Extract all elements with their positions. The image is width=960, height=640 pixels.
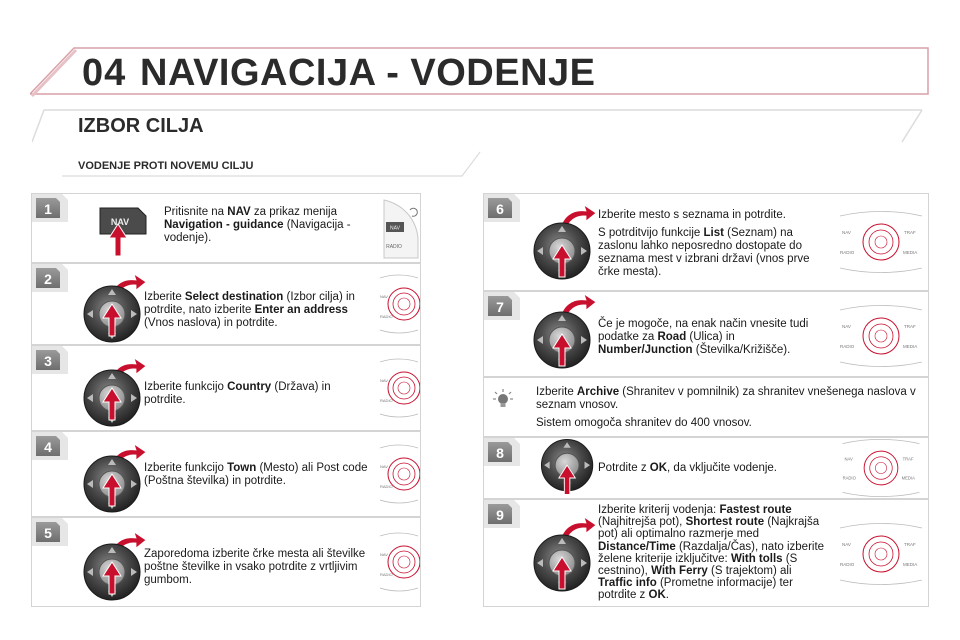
step-number-tab: 2 bbox=[32, 264, 68, 292]
step-1-panel: 1 NAV Pritisnite na NAV za prikaz menija… bbox=[31, 193, 421, 263]
device-media-label: MEDIA bbox=[902, 475, 916, 480]
step-2-panel: 2 Izberite Select destination (Izbor cil… bbox=[31, 263, 421, 345]
step-number-tab: 3 bbox=[32, 346, 68, 374]
step-number-tab: 4 bbox=[32, 432, 68, 460]
device-radio-label: RADIO bbox=[840, 250, 855, 255]
device-radio-label: RADIO bbox=[380, 314, 393, 319]
device-nav-label: NAV bbox=[390, 226, 401, 232]
device-nav-label: NAV bbox=[842, 324, 851, 329]
step-number: 2 bbox=[44, 271, 52, 287]
step-number: 1 bbox=[44, 201, 52, 217]
section-title: IZBOR CILJA bbox=[78, 115, 204, 137]
step-number-tab: 5 bbox=[32, 518, 68, 546]
lightbulb-icon bbox=[493, 389, 513, 407]
device-radio-label: RADIO bbox=[840, 562, 855, 567]
control-panel-illustration: NAV TRAF RADIO MEDIA bbox=[839, 211, 923, 273]
step-1-text: Pritisnite na NAV za prikaz menija Navig… bbox=[164, 206, 351, 244]
nav-button-illustration: NAV bbox=[99, 207, 147, 257]
step-5-panel: 5 Zaporedoma izberite črke mesta ali šte… bbox=[31, 517, 421, 607]
device-media-label: MEDIA bbox=[903, 562, 917, 567]
step-number: 5 bbox=[44, 525, 52, 541]
step-number: 6 bbox=[496, 201, 504, 217]
device-radio-label: RADIO bbox=[380, 484, 393, 489]
step-4-text: Izberite funkcijo Town (Mesto) ali Post … bbox=[144, 462, 368, 487]
device-nav-label: NAV bbox=[842, 542, 851, 547]
device-traf-label: TRAF bbox=[904, 230, 916, 235]
device-radio-label: RADIO bbox=[380, 398, 393, 403]
device-nav-label: NAV bbox=[380, 552, 388, 557]
step-number-tab: 1 bbox=[32, 194, 68, 222]
step-6-panel: 6 Izberite mesto s seznama in potrdite. … bbox=[483, 193, 929, 291]
tip-text: Izberite Archive (Shranitev v pomnilnik)… bbox=[536, 386, 916, 429]
tip-panel: Izberite Archive (Shranitev v pomnilnik)… bbox=[483, 377, 929, 437]
step-number: 3 bbox=[44, 353, 52, 369]
control-panel-illustration: NAV RADIO bbox=[379, 532, 420, 592]
step-8-panel: 8 Potrdite z OK, da vključite vodenje. N… bbox=[483, 437, 929, 499]
device-nav-label: NAV bbox=[380, 378, 388, 383]
step-3-text: Izberite funkcijo Country (Država) in po… bbox=[144, 381, 331, 406]
device-radio-label: RADIO bbox=[386, 244, 402, 250]
page-title: NAVIGACIJA - VODENJE bbox=[140, 52, 596, 94]
device-media-label: MEDIA bbox=[903, 344, 917, 349]
nav-panel-illustration: NAV RADIO bbox=[383, 199, 419, 259]
step-9-panel: 9 Izberite kriterij vodenja: Fastest rou… bbox=[483, 499, 929, 607]
rotary-knob-illustration bbox=[540, 439, 594, 495]
device-nav-label: NAV bbox=[842, 230, 851, 235]
device-traf-label: TRAF bbox=[904, 542, 916, 547]
step-9-text: Izberite kriterij vodenja: Fastest route… bbox=[598, 504, 825, 602]
step-number-tab: 9 bbox=[484, 500, 520, 528]
subsection-frame bbox=[62, 151, 481, 177]
control-panel-illustration: NAV RADIO bbox=[379, 274, 420, 334]
step-5-text: Zaporedoma izberite črke mesta ali števi… bbox=[144, 548, 366, 586]
device-media-label: MEDIA bbox=[903, 250, 917, 255]
device-radio-label: RADIO bbox=[380, 572, 393, 577]
control-panel-illustration: NAV TRAF RADIO MEDIA bbox=[842, 439, 920, 497]
device-nav-label: NAV bbox=[380, 464, 388, 469]
step-number: 8 bbox=[496, 445, 504, 461]
device-traf-label: TRAF bbox=[903, 457, 914, 462]
step-4-panel: 4 Izberite funkcijo Town (Mesto) ali Pos… bbox=[31, 431, 421, 517]
step-number: 9 bbox=[496, 507, 504, 523]
device-radio-label: RADIO bbox=[843, 475, 857, 480]
step-2-text: Izberite Select destination (Izbor cilja… bbox=[144, 291, 355, 329]
step-3-panel: 3 Izberite funkcijo Country (Država) in … bbox=[31, 345, 421, 431]
step-number-tab: 6 bbox=[484, 194, 520, 222]
step-number: 7 bbox=[496, 299, 504, 315]
step-7-text: Če je mogoče, na enak način vnesite tudi… bbox=[598, 318, 809, 356]
section-frame bbox=[32, 109, 923, 143]
device-radio-label: RADIO bbox=[840, 344, 855, 349]
step-7-panel: 7 Če je mogoče, na enak način vnesite tu… bbox=[483, 291, 929, 377]
device-nav-label: NAV bbox=[844, 457, 853, 462]
step-8-text: Potrdite z OK, da vključite vodenje. bbox=[598, 462, 777, 474]
step-number: 4 bbox=[44, 439, 52, 455]
device-nav-label: NAV bbox=[380, 294, 388, 299]
control-panel-illustration: NAV RADIO bbox=[379, 444, 420, 504]
control-panel-illustration: NAV TRAF RADIO MEDIA bbox=[839, 305, 923, 367]
nav-button-label: NAV bbox=[111, 217, 129, 227]
chapter-number: 04 bbox=[82, 52, 127, 94]
subsection-title: VODENJE PROTI NOVEMU CILJU bbox=[78, 160, 254, 172]
step-number-tab: 8 bbox=[484, 438, 520, 466]
device-traf-label: TRAF bbox=[904, 324, 916, 329]
header-frame bbox=[30, 47, 929, 98]
step-number-tab: 7 bbox=[484, 292, 520, 320]
step-6-text: Izberite mesto s seznama in potrdite. S … bbox=[598, 209, 810, 278]
control-panel-illustration: NAV TRAF RADIO MEDIA bbox=[839, 523, 923, 585]
control-panel-illustration: NAV RADIO bbox=[379, 358, 420, 418]
